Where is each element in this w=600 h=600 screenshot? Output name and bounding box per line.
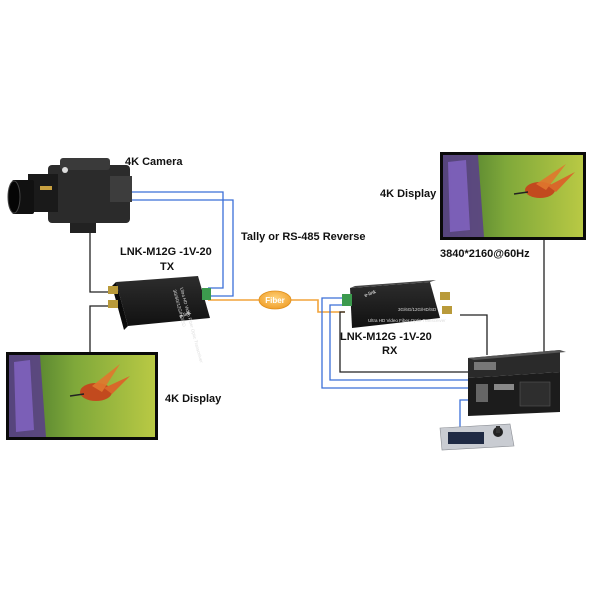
display-right-label: 4K Display: [380, 188, 437, 200]
cable-rx-rack-1: [321, 297, 468, 389]
rack-equipment: [468, 350, 566, 416]
cable-camera-tally: [118, 191, 224, 289]
camera-label: 4K Camera: [125, 156, 183, 168]
resolution-label: 3840*2160@60Hz: [440, 248, 530, 260]
display-left-label: 4K Display: [165, 393, 222, 405]
rx-bnc-connector-1: [440, 292, 450, 300]
rack-module: [476, 384, 488, 402]
cable-camera-sdi: [89, 222, 116, 293]
rx-model-label: LNK-M12G -1V-20: [340, 331, 432, 343]
cables: [89, 191, 545, 428]
display-right: [440, 152, 586, 240]
tx-brand: e-link: [179, 310, 193, 320]
tally-label: Tally or RS-485 Reverse: [241, 231, 366, 243]
fiber-cable: [208, 299, 345, 313]
tx-model-label: LNK-M12G -1V-20: [120, 246, 212, 258]
tx-fiber-port: [202, 288, 211, 300]
cable-rx-rack-sdi: [339, 311, 468, 373]
rx-device: e-link 3G/6G/12G/HD/SD Ultra HD Video Fi…: [342, 280, 452, 328]
rack-display-panel: [474, 362, 496, 370]
rx-panel-text-2: Ultra HD Video Fiber Optic Transceiver: [368, 318, 446, 323]
cable-rack-keyboard: [459, 399, 470, 428]
cable-display-left: [89, 305, 116, 352]
keyboard-keypad: [448, 432, 484, 444]
cable-camera-rs485: [118, 199, 234, 297]
display-left: [6, 352, 158, 440]
cable-rx-right: [460, 314, 488, 355]
tx-role-label: TX: [160, 261, 175, 273]
control-keyboard: [439, 423, 515, 451]
camera: [7, 158, 132, 233]
rx-panel-text-1: 3G/6G/12G/HD/SD: [398, 307, 437, 312]
tx-device: Ultra HD Video Fiber Optic Transceiver 3…: [108, 276, 211, 364]
cable-rx-rack-2: [329, 304, 468, 381]
rx-role-label: RX: [382, 345, 398, 357]
rx-bnc-connector-2: [442, 306, 452, 314]
fiber-label: Fiber: [265, 296, 285, 305]
fiber-badge: Fiber: [258, 290, 292, 310]
tx-bnc-connector-1: [108, 286, 118, 294]
rx-fiber-port: [342, 294, 352, 306]
tx-bnc-connector-2: [108, 300, 118, 308]
rx-brand: e-link: [364, 289, 378, 299]
